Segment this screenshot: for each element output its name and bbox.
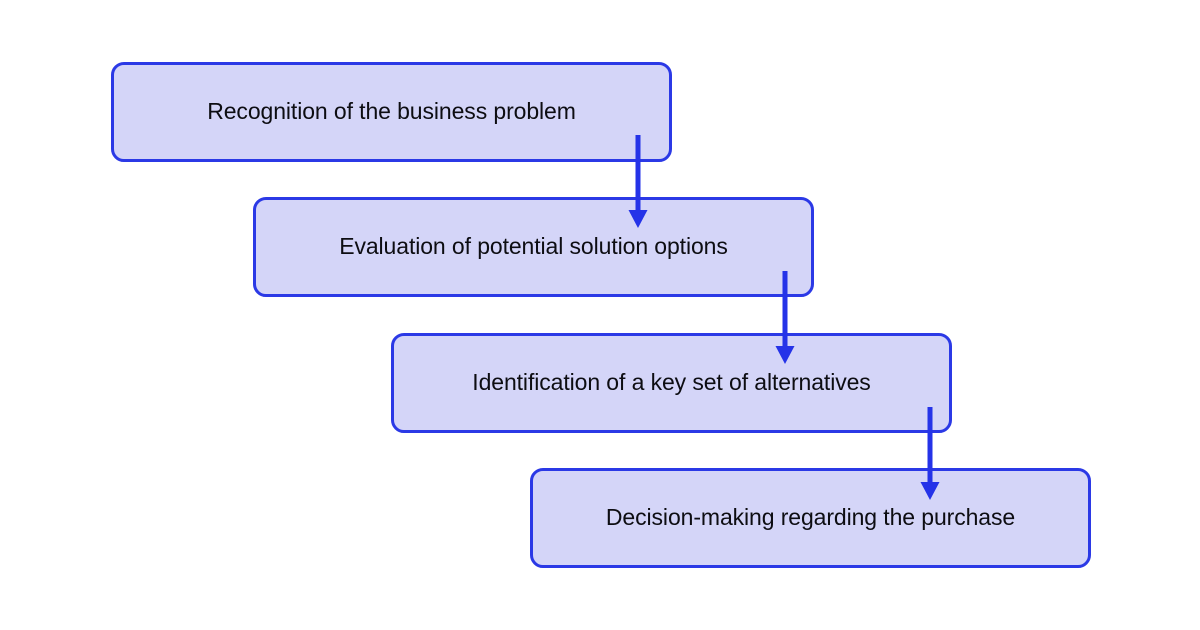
flow-node-recognition[interactable]: Recognition of the business problem (111, 62, 672, 162)
flow-node-label: Decision-making regarding the purchase (605, 504, 1016, 531)
flow-node-evaluation[interactable]: Evaluation of potential solution options (253, 197, 814, 297)
flow-node-label: Identification of a key set of alternati… (472, 369, 871, 396)
flow-node-label: Evaluation of potential solution options (339, 233, 728, 260)
flow-node-label: Recognition of the business problem (207, 98, 576, 125)
flow-node-decision-making[interactable]: Decision-making regarding the purchase (530, 468, 1091, 568)
flow-node-identification[interactable]: Identification of a key set of alternati… (391, 333, 952, 433)
